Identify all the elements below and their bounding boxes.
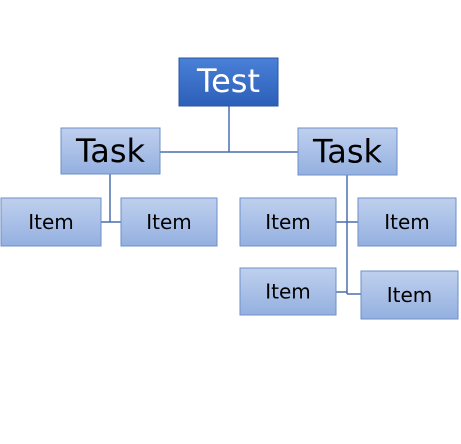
item-node-label: Item: [384, 210, 430, 234]
item-node-box: [0, 197, 102, 247]
item-node: Item: [0, 197, 102, 247]
item-node: Item: [357, 197, 457, 247]
item-node: Item: [360, 270, 459, 320]
item-node-box: [120, 197, 218, 247]
item-node: Item: [120, 197, 218, 247]
task-node-left: Task: [60, 127, 161, 175]
item-node: Item: [239, 267, 337, 316]
task-node-right-box: [297, 127, 398, 176]
item-node-box: [357, 197, 457, 247]
item-node: Item: [239, 197, 337, 247]
task-node-left-box: [60, 127, 161, 175]
item-node-box: [239, 197, 337, 247]
root-node: Test: [178, 57, 279, 107]
task-node-right: Task: [297, 127, 398, 176]
item-node-label: Item: [387, 283, 433, 307]
connectors: [101, 106, 361, 295]
item-node-box: [360, 270, 459, 320]
root-node-box: [178, 57, 279, 107]
item-node-box: [239, 267, 337, 316]
item-node-label: Item: [146, 210, 192, 234]
root-node-label: Test: [196, 62, 260, 100]
item-node-label: Item: [265, 210, 311, 234]
item-node-label: Item: [265, 280, 311, 304]
task-node-right-label: Task: [312, 133, 383, 171]
task-node-left-label: Task: [75, 132, 146, 170]
item-node-label: Item: [28, 210, 74, 234]
